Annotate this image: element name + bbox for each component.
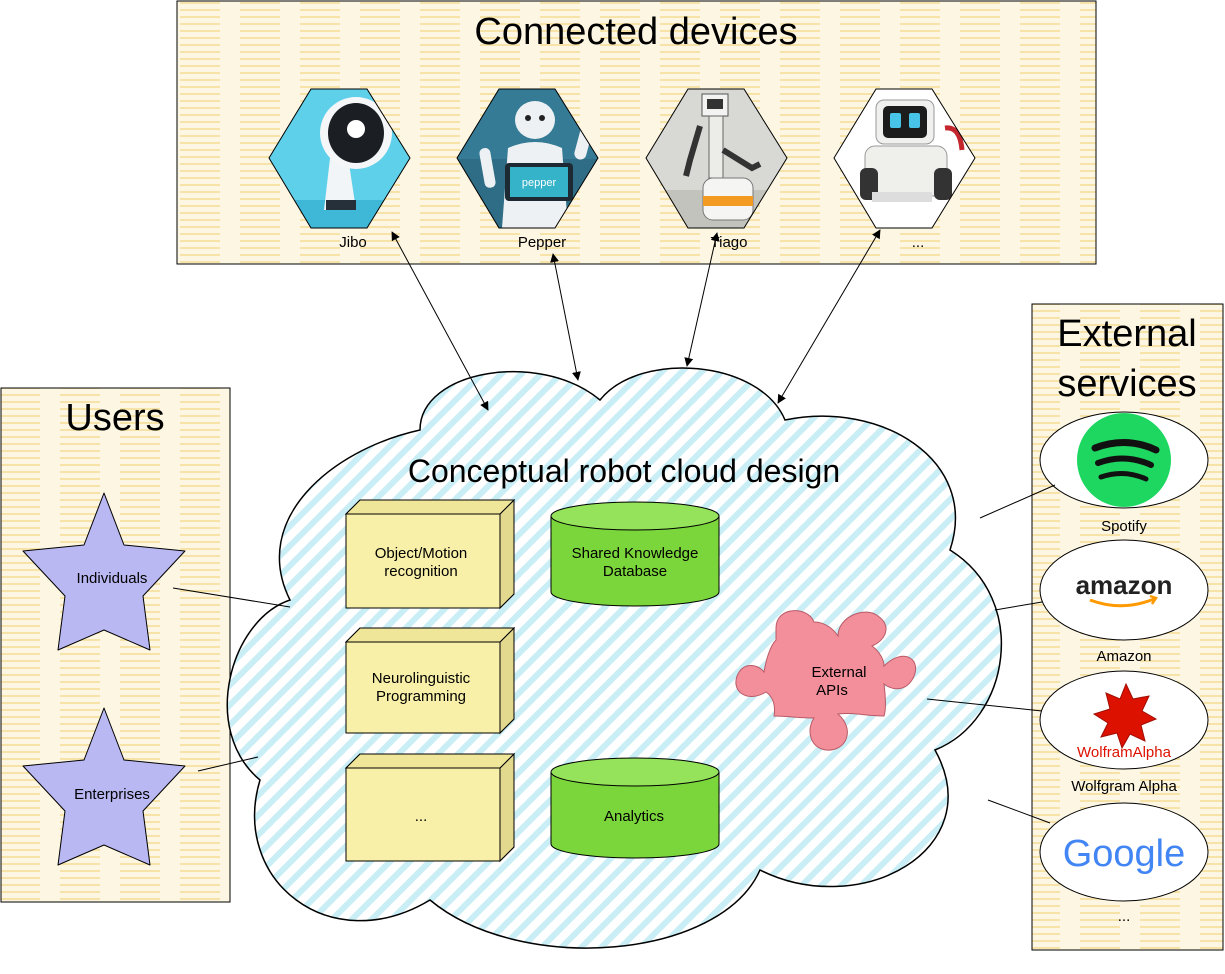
connected-devices-panel: Connected devices Jibo [176, 0, 1097, 265]
enterprises-star: Enterprises [22, 707, 186, 866]
arrow-tiago-cloud [684, 232, 720, 367]
service-connectors [172, 484, 1056, 824]
amazon-logo-text: amazon [1076, 570, 1173, 600]
wolfram-logo-text: WolframAlpha [1077, 744, 1172, 761]
shared-knowledge-database: Shared Knowledge Database [550, 501, 720, 607]
google-logo-icon: Google [1039, 802, 1209, 902]
service-label-more: ... [1118, 908, 1131, 925]
wolfram-alpha-logo-icon: WolframAlpha [1039, 670, 1209, 770]
object-motion-box: Object/Motion recognition [344, 498, 516, 610]
device-label-pepper: Pepper [518, 234, 566, 251]
line-cloud-google [987, 799, 1051, 824]
spotify-logo-icon [1039, 411, 1209, 509]
external-services-panel: External services Spotify amazon Amazon … [1031, 303, 1224, 951]
puzzle-line2: APIs [816, 682, 848, 699]
device-label-tiago: Tiago [711, 234, 748, 251]
puzzle-line1: External [811, 664, 866, 681]
users-panel: Users Individuals Enterprises [0, 387, 231, 903]
db-shared-line2: Database [603, 563, 667, 580]
line-cloud-spotify [979, 484, 1056, 519]
google-logo-text: Google [1063, 833, 1186, 875]
amazon-logo-icon: amazon [1039, 539, 1209, 641]
box-object-motion-line1: Object/Motion [375, 545, 468, 562]
external-services-title-line1: External [1057, 313, 1196, 355]
service-label-wolfram: Wolfgram Alpha [1071, 778, 1177, 795]
device-label-more: ... [912, 234, 925, 251]
users-item-enterprises: Enterprises [74, 786, 150, 803]
arrow-pepper-cloud [550, 253, 581, 381]
neurolinguistic-box: Neurolinguistic Programming [344, 626, 516, 735]
external-apis-puzzle: External APIs [735, 610, 917, 751]
service-label-spotify: Spotify [1101, 518, 1147, 535]
more-box: ... [344, 752, 516, 863]
box-more: ... [415, 808, 428, 825]
analytics-database: Analytics [550, 757, 720, 859]
svg-text:pepper: pepper [522, 177, 557, 189]
connected-devices-title: Connected devices [474, 11, 797, 53]
line-enterprises-cloud [197, 756, 259, 772]
users-item-individuals: Individuals [77, 570, 148, 587]
db-shared-line1: Shared Knowledge [572, 545, 699, 562]
users-title: Users [65, 397, 164, 439]
robot-cloud: Conceptual robot cloud design Object/Mot… [226, 367, 1003, 949]
device-connectors [391, 229, 881, 411]
cloud-title: Conceptual robot cloud design [408, 453, 840, 489]
individuals-star: Individuals [22, 492, 186, 651]
box-nlp-line1: Neurolinguistic [372, 670, 471, 687]
box-nlp-line2: Programming [376, 688, 466, 705]
service-label-amazon: Amazon [1096, 648, 1151, 665]
box-object-motion-line2: recognition [384, 563, 457, 580]
external-services-title-line2: services [1057, 363, 1196, 405]
device-label-jibo: Jibo [339, 234, 367, 251]
arrow-jibo-cloud [391, 231, 489, 411]
line-cloud-wolfram [926, 698, 1043, 712]
line-cloud-amazon [994, 601, 1043, 611]
arrow-cozmo-cloud [777, 229, 881, 404]
db-analytics: Analytics [604, 808, 664, 825]
line-individuals-cloud [172, 587, 291, 608]
